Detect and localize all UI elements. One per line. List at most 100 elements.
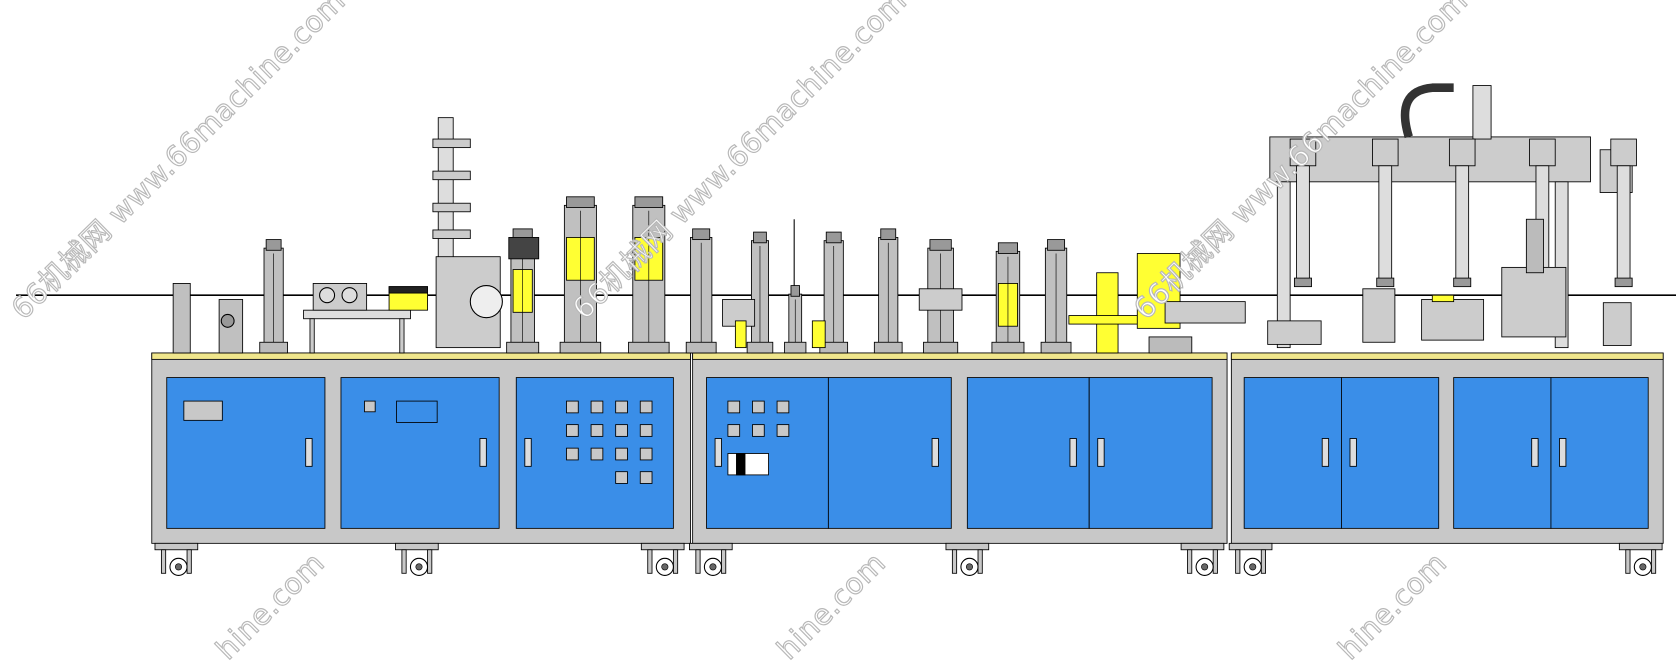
- station: [873, 228, 903, 354]
- caster-plate: [1618, 542, 1663, 551]
- panel-button: [615, 471, 628, 484]
- caster-leg: [1625, 549, 1631, 574]
- panel-button: [752, 400, 765, 414]
- caster-plate: [154, 542, 199, 551]
- table-leg: [399, 318, 405, 354]
- caster-leg: [1260, 549, 1266, 574]
- panel-button: [590, 424, 604, 437]
- station-base: [991, 341, 1025, 354]
- fixture: [1421, 299, 1485, 341]
- door-panel: [340, 377, 500, 529]
- bracket: [172, 283, 191, 354]
- gantry-leg: [1276, 181, 1291, 349]
- cabinet-door: [1550, 377, 1649, 529]
- cabinet-door: [340, 377, 500, 529]
- head-cylinder: [1296, 165, 1310, 284]
- wheel-hub: [661, 563, 669, 571]
- fixture: [1602, 302, 1632, 346]
- station: [991, 242, 1025, 354]
- pick-head: [1448, 138, 1476, 288]
- press-station: [1501, 266, 1567, 338]
- gripper: [1614, 277, 1633, 288]
- panel-button: [639, 400, 653, 414]
- caster-plate: [688, 542, 733, 551]
- caster-wheel: [1618, 542, 1663, 576]
- knob: [220, 313, 235, 328]
- door-handle: [1349, 438, 1357, 467]
- station: [1040, 239, 1072, 354]
- watermark-text-partial: hine.com: [209, 545, 331, 661]
- wheel-hub: [709, 563, 717, 571]
- door-panel: [1088, 377, 1213, 529]
- gantry-robot: [1267, 83, 1637, 349]
- caster-leg: [160, 549, 167, 574]
- press-wheel: [469, 285, 503, 319]
- watermark-text: 66机械网 www.66machine.com: [5, 0, 352, 326]
- cabinet-door: [966, 377, 1090, 529]
- press-column: [1525, 218, 1544, 274]
- cylinder-head: [997, 242, 1018, 254]
- head-cylinder: [1378, 165, 1393, 284]
- panel-button: [727, 400, 741, 414]
- caster-leg: [647, 549, 653, 574]
- pick-head: [1289, 138, 1317, 288]
- door-handle: [1097, 438, 1105, 467]
- head-block: [1529, 138, 1556, 167]
- cabinet-door: [166, 377, 326, 529]
- station: [784, 285, 807, 354]
- indicator: [364, 400, 376, 413]
- cabinet-door: [827, 377, 952, 529]
- door-panel: [166, 377, 326, 529]
- door-handle: [524, 438, 532, 467]
- caster-leg: [427, 549, 433, 574]
- door-handle: [1531, 438, 1539, 467]
- head-block: [1610, 138, 1637, 167]
- reel-arm: [432, 202, 471, 213]
- caster-plate: [395, 542, 439, 551]
- panel-button: [639, 471, 653, 484]
- motor: [508, 237, 540, 260]
- head-block: [1372, 138, 1399, 167]
- slide-arm: [1164, 301, 1246, 324]
- caster-plate: [640, 542, 685, 551]
- roller: [319, 287, 336, 304]
- caster-leg: [672, 549, 679, 574]
- station: [628, 196, 670, 354]
- cabinet-door: [706, 377, 829, 529]
- station: [685, 228, 717, 354]
- panel-button: [615, 424, 628, 437]
- door-panel: [1341, 377, 1440, 529]
- cylinder-head: [692, 228, 711, 241]
- gripper: [1453, 277, 1472, 288]
- door-handle: [1321, 438, 1330, 467]
- fixture: [734, 320, 747, 349]
- cable-chain: [1400, 83, 1454, 139]
- reel-arm: [432, 170, 471, 181]
- door-panel: [966, 377, 1090, 529]
- wheel-hub: [415, 563, 423, 571]
- panel-button: [776, 424, 790, 437]
- station-base: [923, 341, 959, 354]
- cylinder-head: [265, 239, 282, 251]
- caster-wheel: [154, 542, 199, 576]
- reel-arm: [432, 138, 471, 149]
- caster-wheel: [945, 542, 990, 576]
- cylinder-head: [825, 231, 842, 244]
- cabinets: [151, 352, 1664, 576]
- caster-leg: [1235, 549, 1241, 574]
- cylinder-head: [753, 231, 767, 244]
- feeder-top: [388, 286, 428, 294]
- caster-wheel: [688, 542, 733, 576]
- door-handle: [1559, 438, 1567, 467]
- table: [303, 309, 411, 320]
- station-base: [506, 341, 540, 354]
- caster-plate: [1180, 542, 1225, 551]
- watermark-text-partial: hine.com: [770, 545, 892, 661]
- fixture: [1267, 320, 1322, 345]
- panel-button: [590, 447, 604, 461]
- z-axis: [1472, 85, 1492, 140]
- station-base: [628, 341, 670, 354]
- station: [746, 231, 774, 354]
